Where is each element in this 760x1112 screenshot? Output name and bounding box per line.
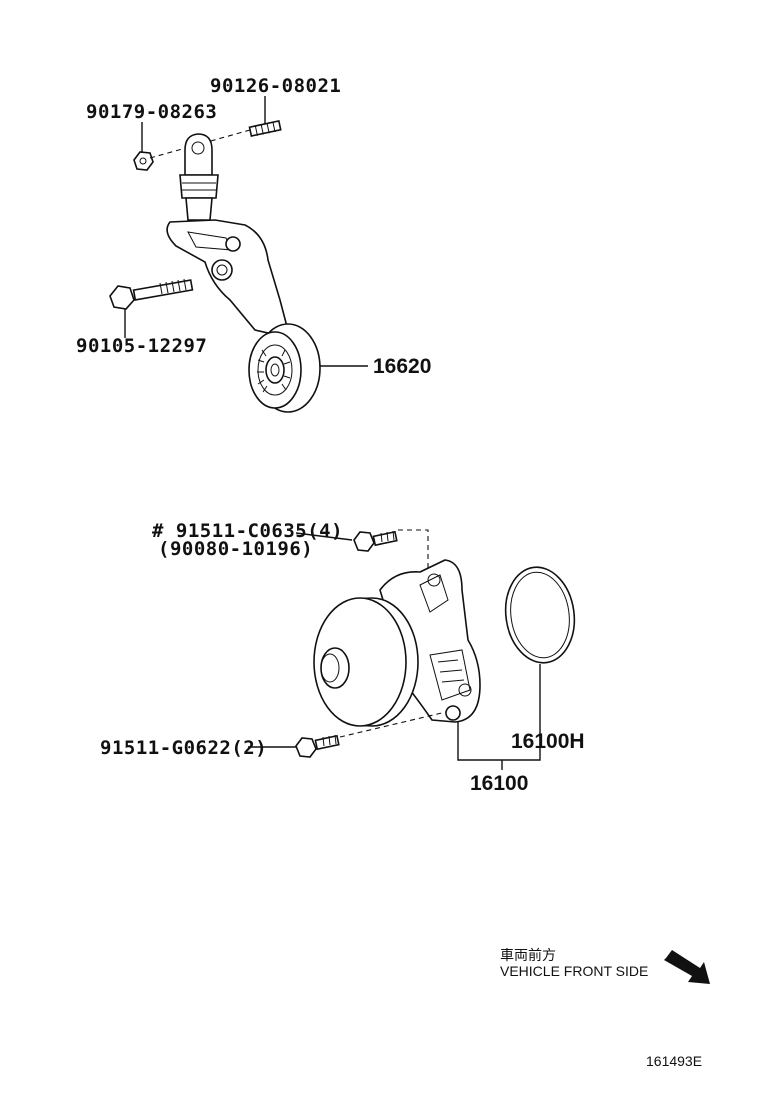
label-16100h: 16100H: [511, 730, 585, 753]
water-pump-assembly: # 91511-C0635(4) (90080-10196) 91511-G06…: [100, 520, 585, 795]
label-91511-g0622: 91511-G0622(2): [100, 737, 267, 759]
idler-pulley: [248, 323, 321, 413]
label-90080-10196: (90080-10196): [158, 538, 313, 560]
front-direction-arrow-icon: [664, 950, 710, 984]
label-16100: 16100: [470, 772, 528, 795]
figure-id: 161493E: [646, 1053, 702, 1069]
tensioner-assembly: 90126-08021 90179-08263 90105-12297 1662…: [76, 75, 431, 413]
vehicle-front-indicator: 車両前方 VEHICLE FRONT SIDE: [500, 947, 710, 984]
label-16620: 16620: [373, 355, 431, 378]
vehicle-front-japanese: 車両前方: [500, 947, 556, 963]
vehicle-front-english: VEHICLE FRONT SIDE: [500, 963, 648, 979]
nut-90179: [133, 151, 154, 171]
label-90105-12297: 90105-12297: [76, 335, 207, 357]
water-pump-body: [313, 559, 481, 727]
gasket-16100h: [504, 566, 576, 664]
stud-90126: [248, 120, 282, 137]
tensioner-body: [166, 133, 292, 340]
label-90126-08021: 90126-08021: [210, 75, 341, 97]
bolt-91511-c0635: [353, 530, 398, 552]
label-90179-08263: 90179-08263: [86, 101, 217, 123]
bolt-91511-g0622: [295, 734, 340, 758]
bolt-90105: [109, 278, 194, 310]
label-91511-c0635: # 91511-C0635(4): [152, 520, 343, 542]
